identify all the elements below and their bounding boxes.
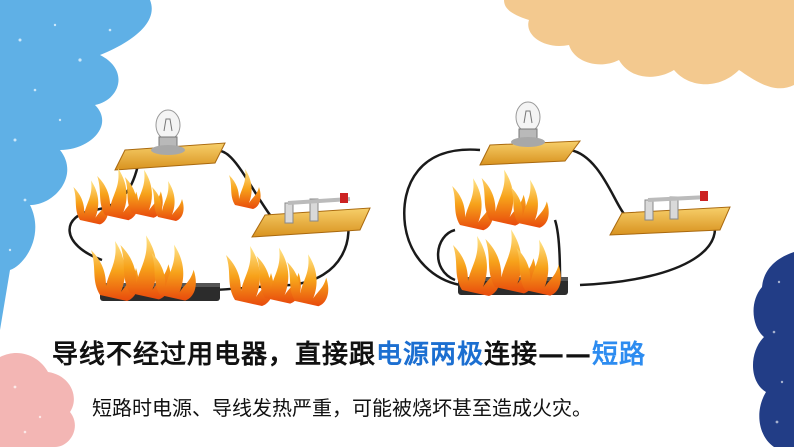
- circuit-illustration: [68, 101, 731, 307]
- blob-peach-top-right: [504, 0, 794, 89]
- bulb-board-left: [114, 142, 226, 171]
- bulb-board-right: [479, 140, 582, 166]
- main-statement: 导线不经过用电器，直接跟电源两极连接——短路: [52, 333, 752, 377]
- left-circuit: [68, 109, 371, 307]
- bulb-icon: [151, 109, 185, 155]
- blob-navy-bottom-right: [752, 252, 794, 447]
- switch-board-right: [609, 206, 731, 236]
- bulb-icon: [511, 101, 545, 147]
- right-circuit: [403, 101, 731, 296]
- blob-blue-top-left: [0, 0, 152, 330]
- blob-pink-bottom-left: [0, 352, 75, 447]
- statement-part-3: 连接——: [484, 340, 593, 370]
- short-circuit-note: 短路时电源、导线发热严重，可能被烧坏甚至造成火灾。: [92, 396, 592, 420]
- switch-icon: [284, 193, 351, 224]
- switch-board-left: [251, 207, 371, 238]
- statement-highlight-poles: 电源两极: [376, 340, 485, 370]
- switch-icon: [644, 191, 709, 221]
- statement-highlight-short-circuit: 短路: [592, 340, 647, 370]
- statement-part-1: 导线不经过用电器，直接跟: [52, 340, 377, 370]
